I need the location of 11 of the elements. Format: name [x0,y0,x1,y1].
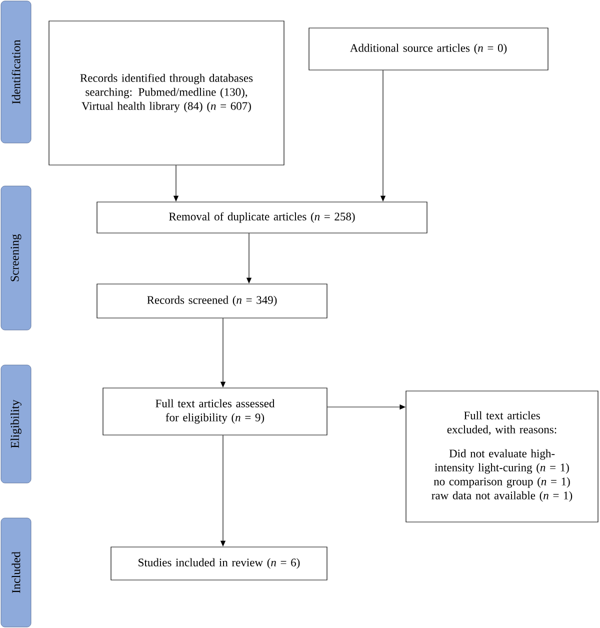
stage-band: Identification [0,0,32,144]
process-box: Full text articles excluded, with reasons: Did not evaluate high-intensity light-curing (n = 1) no comparison group (n = 1) raw data not available (n = 1) [406,390,598,522]
process-box: Records screened (n = 349) [96,284,328,318]
process-box: Additional source articles (n = 0) [308,28,548,70]
process-box: Records identified through databases searching: Pubmed/medline (130), Virtual health library (84) (n = 607) [48,20,284,166]
stage-band: Screening [0,186,32,330]
process-box: Full text articles assessed for eligibility (n = 9) [102,388,328,436]
process-box: Studies included in review (n = 6) [110,546,328,580]
process-box: Removal of duplicate articles (n = 258) [96,202,428,234]
stage-band: Included [0,518,32,628]
stage-band: Eligibility [0,364,32,484]
